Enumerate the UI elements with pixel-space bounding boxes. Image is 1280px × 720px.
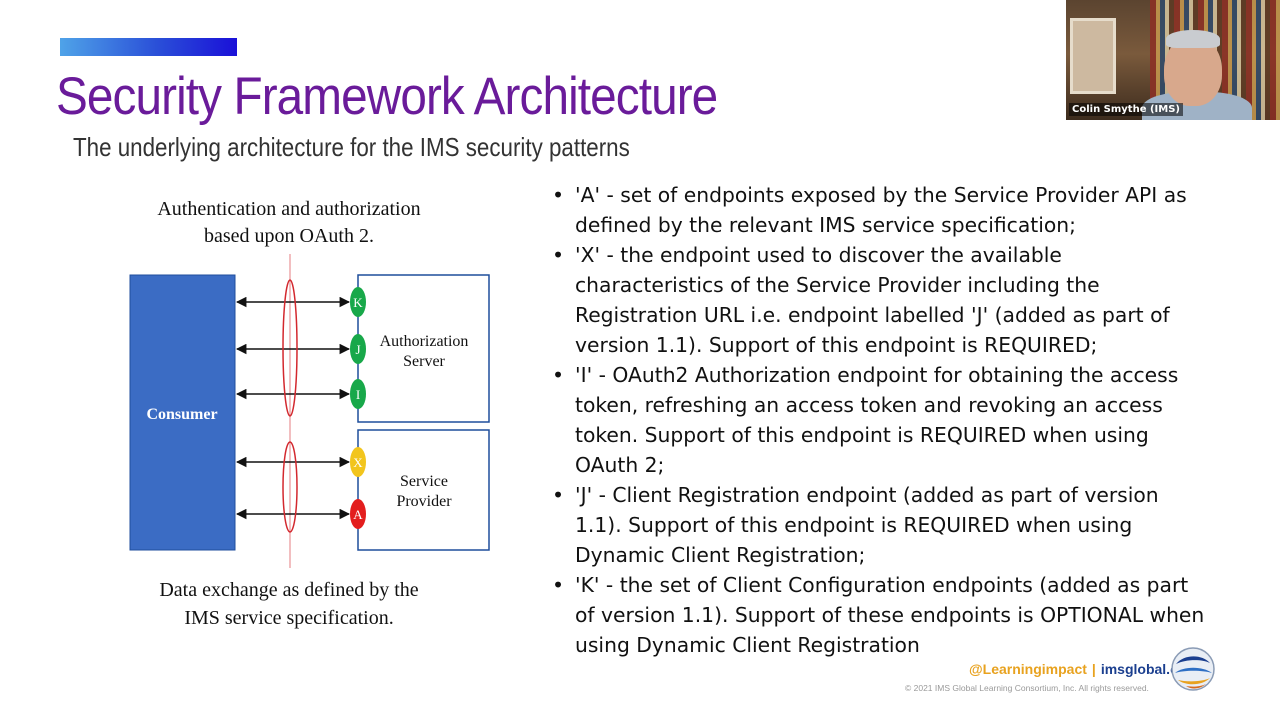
endpoint-letter-i: I — [356, 387, 360, 402]
service-provider-label-line1: Service — [400, 473, 448, 490]
bullet-marker: • — [552, 483, 565, 507]
list-item-text: 'I' - OAuth2 Authorization endpoint for … — [575, 363, 1179, 477]
endpoint-marker-a — [350, 499, 366, 529]
list-item-text: 'X' - the endpoint used to discover the … — [575, 243, 1170, 357]
auth-channel-ellipse — [282, 279, 298, 417]
endpoint-letter-j: J — [355, 342, 360, 357]
list-item-text: 'A' - set of endpoints exposed by the Se… — [575, 183, 1187, 237]
diagram-top-caption-line1: Authentication and authorization — [157, 198, 420, 220]
list-item: • 'J' - Client Registration endpoint (add… — [552, 480, 1212, 570]
service-provider-label-line2: Provider — [396, 493, 452, 510]
endpoint-marker-k — [350, 287, 366, 317]
endpoint-marker-x — [350, 447, 366, 477]
list-item: • 'X' - the endpoint used to discover the… — [552, 240, 1212, 360]
list-item: • 'I' - OAuth2 Authorization endpoint for… — [552, 360, 1212, 480]
architecture-diagram: Authentication and authorization based u… — [129, 198, 490, 629]
endpoint-markers: K J I X A — [350, 287, 366, 529]
endpoint-marker-i — [350, 379, 366, 409]
slide-subtitle: The underlying architecture for the IMS … — [73, 132, 630, 162]
video-background-window — [1070, 18, 1116, 94]
data-channel-ellipse — [282, 441, 298, 533]
diagram-bottom-caption-line2: IMS service specification. — [184, 607, 393, 629]
participant-name-label: Colin Smythe (IMS) — [1069, 103, 1183, 116]
bullet-marker: • — [552, 183, 565, 207]
copyright-notice: © 2021 IMS Global Learning Consortium, I… — [905, 683, 1149, 693]
slide-title: Security Framework Architecture — [56, 67, 718, 126]
video-participant-hair — [1166, 30, 1220, 48]
diagram-bottom-caption-line1: Data exchange as defined by the — [159, 579, 418, 601]
service-provider-box — [357, 429, 490, 551]
endpoint-letter-k: K — [353, 295, 363, 310]
bullet-marker: • — [552, 243, 565, 267]
list-item-text: 'J' - Client Registration endpoint (adde… — [575, 483, 1159, 567]
footer-links: @Learningimpact|imsglobal.org — [969, 661, 1193, 677]
endpoint-marker-j — [350, 334, 366, 364]
consumer-box — [129, 274, 236, 551]
authorization-server-label-line2: Server — [403, 353, 445, 370]
list-item: • 'A' - set of endpoints exposed by the S… — [552, 180, 1212, 240]
list-item: • 'K' - the set of Client Configuration e… — [552, 570, 1212, 660]
endpoint-letter-a: A — [353, 507, 363, 522]
bullet-marker: • — [552, 573, 565, 597]
diagram-top-caption-line2: based upon OAuth 2. — [204, 225, 374, 247]
endpoint-letter-x: X — [353, 455, 363, 470]
endpoint-description-list: • 'A' - set of endpoints exposed by the S… — [552, 180, 1212, 660]
footer-separator: | — [1091, 661, 1096, 677]
title-accent-bar — [60, 38, 237, 56]
social-handle-link[interactable]: @Learningimpact — [969, 661, 1087, 677]
authorization-server-label-line1: Authorization — [380, 333, 469, 350]
consumer-label: Consumer — [146, 406, 217, 423]
website-link[interactable]: imsglobal.org — [1100, 661, 1193, 677]
bullet-marker: • — [552, 363, 565, 387]
ims-globe-logo-icon — [1171, 647, 1215, 691]
participant-video-tile[interactable]: Colin Smythe (IMS) — [1066, 0, 1280, 120]
list-item-text: 'K' - the set of Client Configuration en… — [575, 573, 1205, 657]
